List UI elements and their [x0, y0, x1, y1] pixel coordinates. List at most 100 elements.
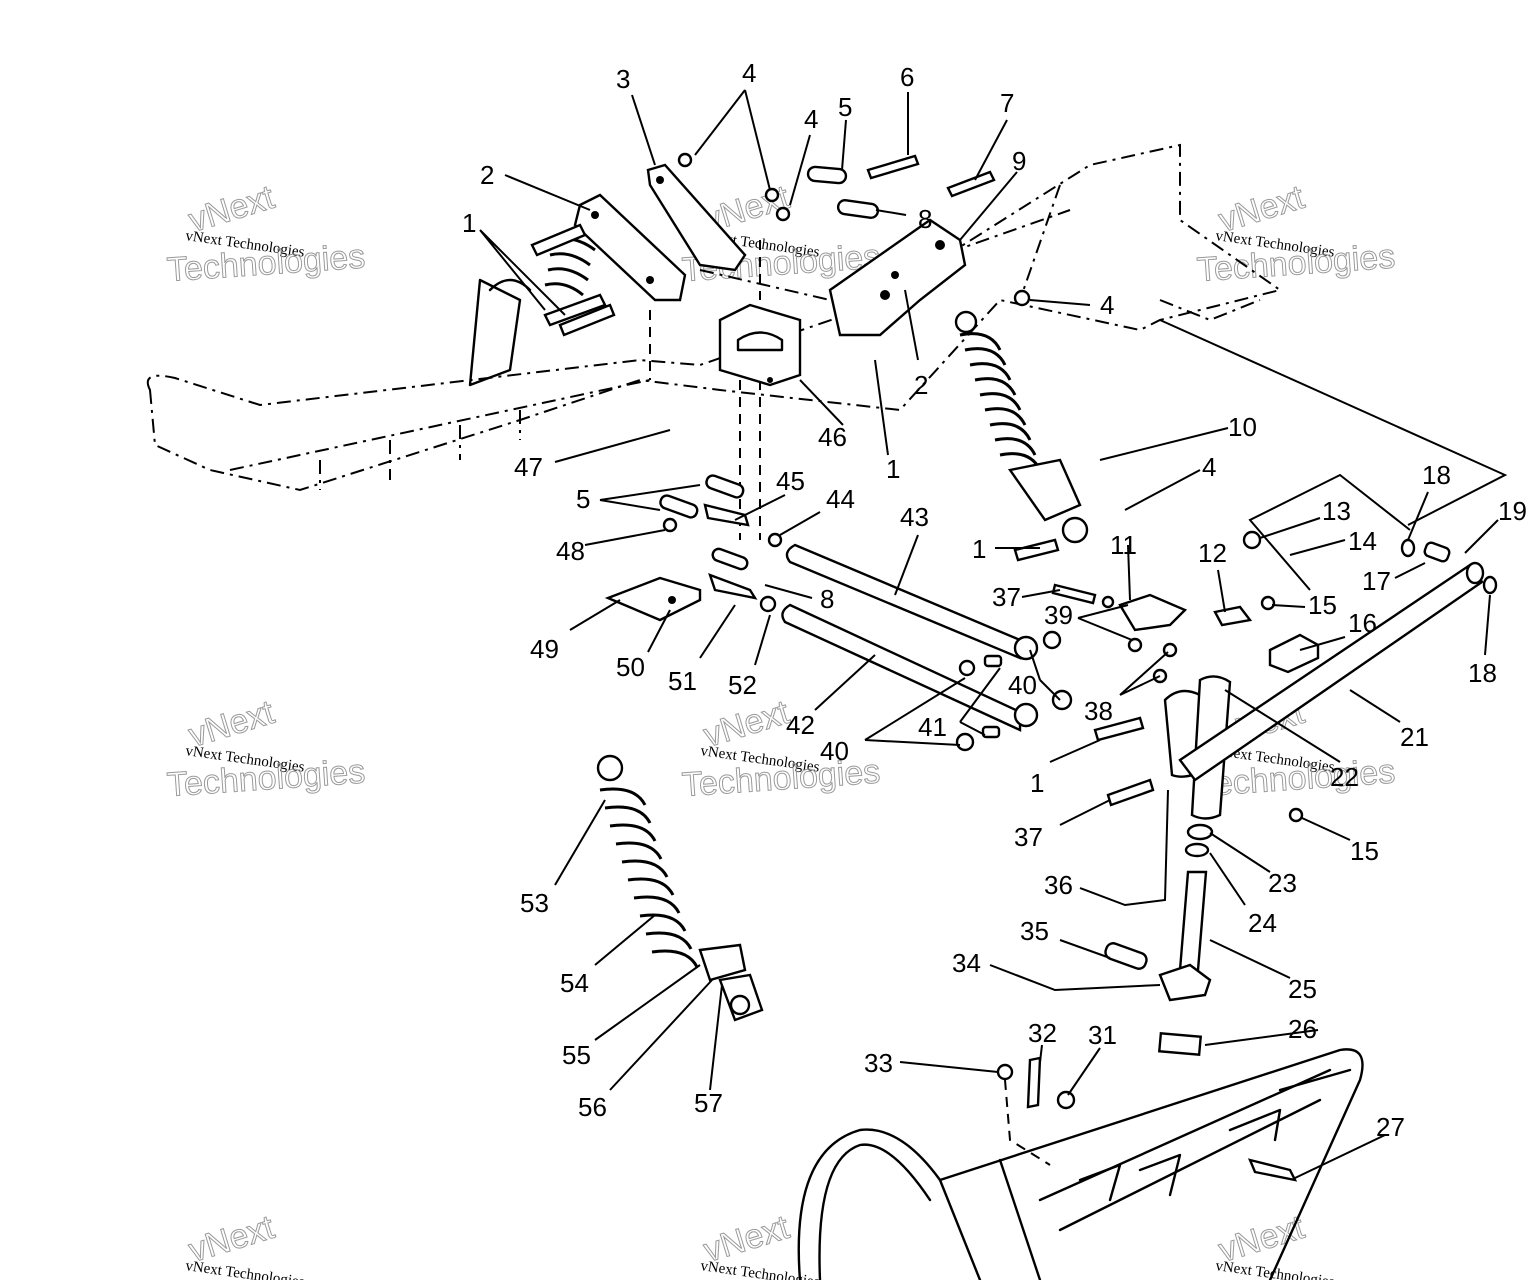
leader-lines [479, 89, 1508, 1179]
callout-19: 19 [1498, 496, 1527, 526]
callout-33: 33 [864, 1048, 893, 1078]
callout-2: 2 [480, 160, 494, 190]
watermark: vNext vNext Technologies [699, 1208, 821, 1280]
callout-11: 11 [1110, 530, 1137, 560]
callout-22: 22 [1330, 762, 1359, 792]
callout-46: 46 [818, 422, 847, 452]
block-16 [1268, 633, 1320, 674]
callout-17: 17 [1362, 566, 1391, 596]
callout-54: 54 [560, 968, 589, 998]
callout-4: 4 [742, 58, 756, 88]
callout-49: 49 [530, 634, 559, 664]
callout-51: 51 [668, 666, 697, 696]
callout-8: 8 [918, 204, 932, 234]
callout-47: 47 [514, 452, 543, 482]
callout-53: 53 [520, 888, 549, 918]
callout-3: 3 [616, 64, 630, 94]
callout-21: 21 [1400, 722, 1429, 752]
callout-40: 40 [820, 736, 849, 766]
watermark: vNext vNext Technologies Technologies [680, 693, 882, 805]
callout-18: 18 [1422, 460, 1451, 490]
bolts-1-37 [1013, 538, 1155, 807]
callout-43: 43 [900, 502, 929, 532]
callout-4: 4 [1202, 452, 1216, 482]
left-ski [468, 278, 532, 387]
right-ski [797, 1048, 1364, 1280]
bolt-1 [530, 223, 616, 337]
callout-24: 24 [1248, 908, 1277, 938]
callout-1: 1 [972, 534, 986, 564]
radius-rod-42 [781, 603, 1022, 732]
callout-4: 4 [804, 104, 818, 134]
callout-56: 56 [578, 1092, 607, 1122]
callout-40: 40 [1008, 670, 1037, 700]
callout-32: 32 [1028, 1018, 1057, 1048]
callout-9: 9 [1012, 146, 1026, 176]
callout-13: 13 [1322, 496, 1351, 526]
callout-31: 31 [1088, 1020, 1117, 1050]
callout-1: 1 [462, 208, 476, 238]
nut-4 [677, 152, 1031, 307]
bushings-40 [955, 630, 1073, 752]
pin-5 [806, 165, 848, 185]
spindle-25 [1104, 823, 1214, 1057]
callout-57: 57 [694, 1088, 723, 1118]
callout-55: 55 [562, 1040, 591, 1070]
callouts: 1 2 3 4 4 5 6 7 8 9 4 2 1 46 47 10 4 13 … [462, 58, 1527, 1142]
callout-8: 8 [820, 584, 834, 614]
shock-mount-bracket-2 [573, 193, 687, 302]
callout-48: 48 [556, 536, 585, 566]
shock-mount-bracket-3 [646, 163, 747, 272]
callout-15: 15 [1308, 590, 1337, 620]
rocker-plate-9 [828, 218, 967, 337]
bolt-6 [866, 154, 920, 180]
steering-arm-11 [1051, 583, 1188, 632]
callout-1: 1 [1030, 768, 1044, 798]
callout-27: 27 [1376, 1112, 1405, 1142]
callout-10: 10 [1228, 412, 1257, 442]
callout-5: 5 [576, 484, 590, 514]
mount-hardware-left [604, 474, 783, 622]
callout-39: 39 [1044, 600, 1073, 630]
radius-rod-43 [785, 543, 1022, 660]
callout-16: 16 [1348, 608, 1377, 638]
callout-15: 15 [1350, 836, 1379, 866]
nuts-15-38 [1127, 530, 1304, 823]
cross-shaft-21 [1178, 538, 1498, 782]
callout-38: 38 [1084, 696, 1113, 726]
phantom-chassis [146, 143, 1283, 540]
watermark: vNext vNext Technologies Technologies [1195, 178, 1397, 290]
watermark-small: vNext Technologies [699, 1258, 820, 1280]
ski-shock [596, 754, 764, 1022]
callout-41: 41 [918, 712, 947, 742]
watermark: vNext vNext Technologies Technologies [165, 693, 367, 805]
front-shock [954, 310, 1089, 544]
mount-plate-46 [718, 303, 802, 387]
callout-5: 5 [838, 92, 852, 122]
callout-23: 23 [1268, 868, 1297, 898]
tie-rod-end-12 [1213, 605, 1253, 627]
callout-34: 34 [952, 948, 981, 978]
callout-35: 35 [1020, 916, 1049, 946]
callout-4: 4 [1100, 290, 1114, 320]
callout-45: 45 [776, 466, 805, 496]
callout-6: 6 [900, 62, 914, 92]
callout-37: 37 [992, 582, 1021, 612]
callout-25: 25 [1288, 974, 1317, 1004]
callout-2: 2 [914, 370, 928, 400]
callout-18: 18 [1468, 658, 1497, 688]
watermark: vNext vNext Technologies Technologies [165, 178, 367, 290]
callout-26: 26 [1288, 1014, 1317, 1044]
pin-8 [836, 198, 880, 220]
callout-12: 12 [1198, 538, 1227, 568]
callout-50: 50 [616, 652, 645, 682]
callout-36: 36 [1044, 870, 1073, 900]
callout-14: 14 [1348, 526, 1377, 556]
bolt-7 [946, 170, 996, 198]
watermark: vNext vNext Technologies [184, 1208, 306, 1280]
callout-37: 37 [1014, 822, 1043, 852]
callout-7: 7 [1000, 88, 1014, 118]
callout-1: 1 [886, 454, 900, 484]
callout-44: 44 [826, 484, 855, 514]
